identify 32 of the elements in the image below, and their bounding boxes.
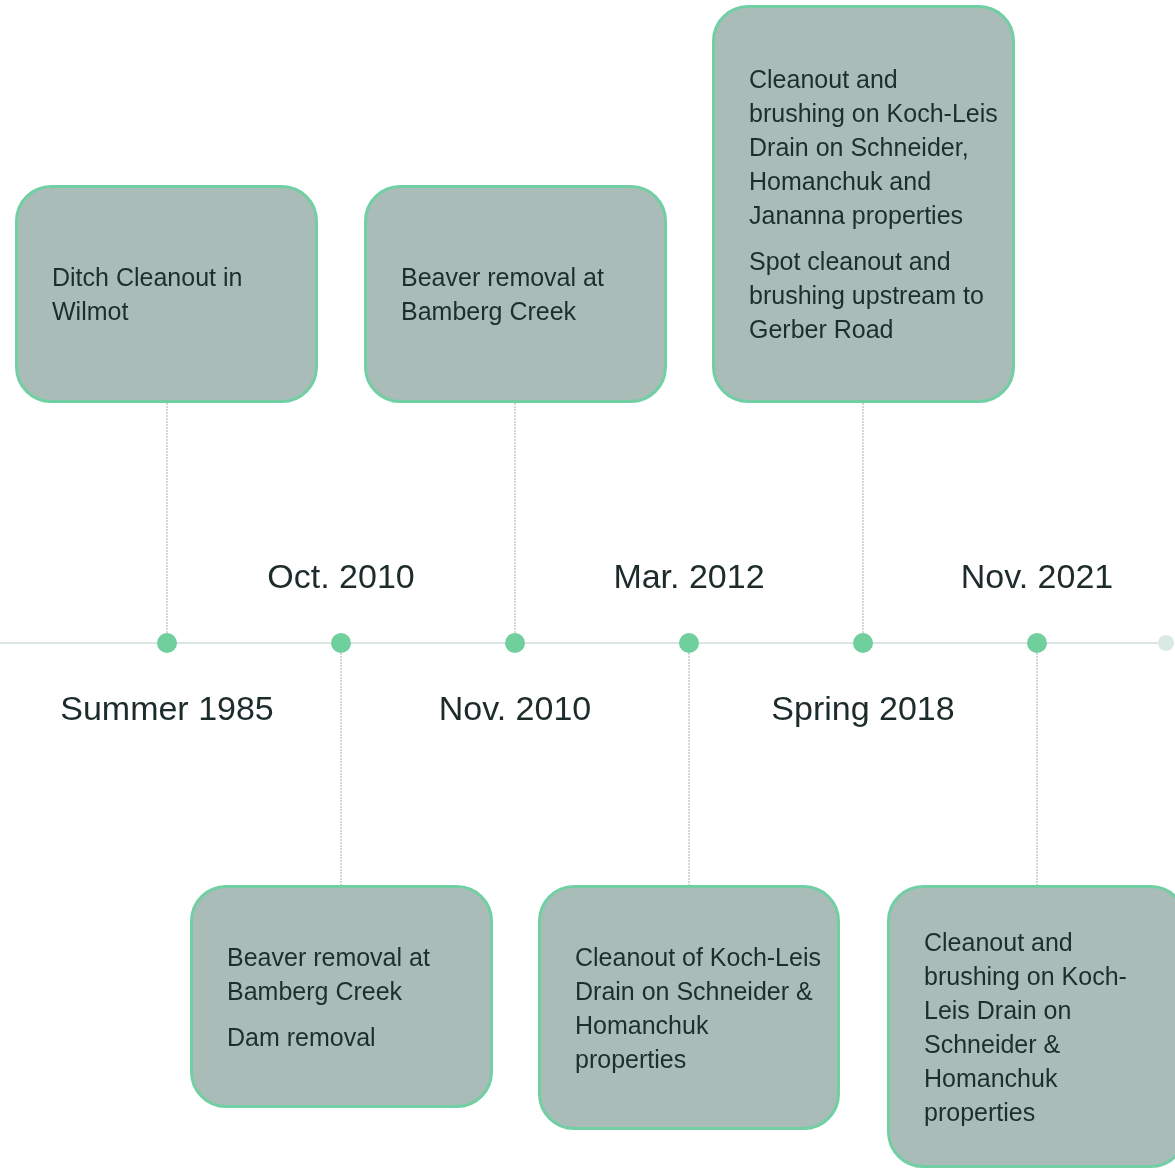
timeline-marker — [331, 633, 351, 653]
event-description: Cleanout of Koch-Leis Drain on Schneider & Homanchuk properties — [575, 941, 822, 1075]
timeline-marker — [157, 633, 177, 653]
connector-line — [862, 402, 864, 634]
date-label: Spring 2018 — [771, 689, 955, 728]
event-box — [364, 185, 667, 403]
date-label: Summer 1985 — [60, 689, 274, 728]
connector-line — [514, 402, 516, 634]
timeline-marker — [853, 633, 873, 653]
event-box — [190, 885, 493, 1108]
timeline-marker — [679, 633, 699, 653]
event-description: Beaver removal at Bamberg Creek — [227, 941, 431, 1007]
date-label: Oct. 2010 — [267, 557, 415, 596]
event-description: Spot cleanout and brushing upstream to Gerber Road — [749, 246, 985, 345]
connector-line — [340, 652, 342, 886]
event-description: Cleanout and brushing on Koch-Leis Drain on Schneider & Homanchuk properties — [924, 926, 1128, 1128]
timeline-marker — [1027, 633, 1047, 653]
event-box — [15, 185, 318, 403]
date-label: Nov. 2010 — [438, 689, 592, 728]
event-box — [538, 885, 840, 1130]
date-label: Nov. 2021 — [960, 557, 1114, 596]
event-description: Beaver removal at Bamberg Creek — [401, 262, 605, 327]
connector-line — [166, 402, 168, 634]
connector-line — [1036, 652, 1038, 886]
event-description: Ditch Cleanout in Wilmot — [52, 262, 244, 327]
connector-line — [688, 652, 690, 886]
event-box — [712, 5, 1015, 403]
event-description: Dam removal — [227, 1021, 377, 1053]
date-label: Mar. 2012 — [613, 557, 765, 596]
timeline-marker — [505, 633, 525, 653]
event-description: Cleanout and brushing on Koch-Leis Drain on Schneider, Homanchuk and Jananna properties — [749, 64, 998, 231]
event-box — [887, 885, 1175, 1168]
